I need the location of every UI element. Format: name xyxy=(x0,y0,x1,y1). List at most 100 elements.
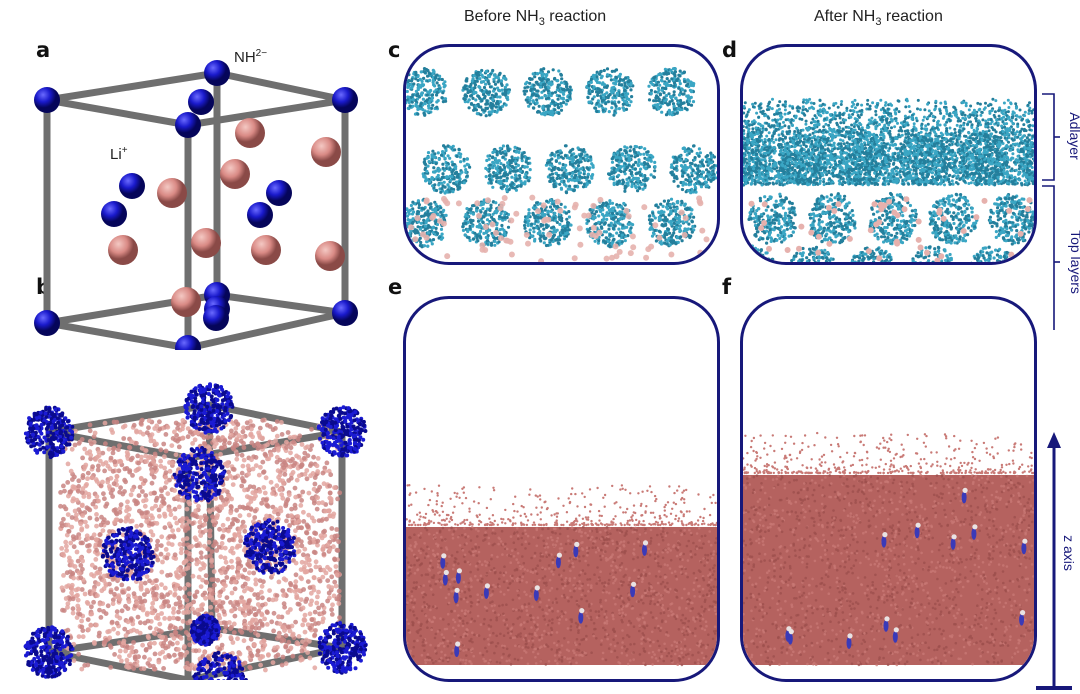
panel-f-frame xyxy=(740,296,1037,682)
li-atom xyxy=(901,206,908,213)
li-atom xyxy=(668,251,675,258)
li-atom xyxy=(625,213,632,220)
li-atom xyxy=(508,217,515,224)
h-density-blob xyxy=(743,132,767,187)
li-atom xyxy=(590,202,597,209)
li-ion xyxy=(157,178,187,208)
li-atom xyxy=(940,215,947,222)
nh-ion xyxy=(34,310,60,336)
panel-label-c: c xyxy=(388,38,401,62)
li-atom xyxy=(835,201,842,208)
li-atom xyxy=(643,254,650,261)
nh-molecule xyxy=(533,588,539,601)
li-atom xyxy=(893,238,900,245)
adlayer-label: Adlayer xyxy=(1067,112,1080,160)
nh-ion xyxy=(175,112,201,138)
nh-molecule xyxy=(455,571,461,584)
h-density-blob xyxy=(743,244,775,262)
h-density-blob xyxy=(421,144,472,195)
li-atom xyxy=(784,247,791,253)
li-atom xyxy=(678,209,685,216)
h-density-blob xyxy=(958,132,1008,186)
li-atom xyxy=(629,233,636,240)
panel-c-frame xyxy=(403,44,720,265)
nh-molecule xyxy=(442,573,448,586)
li-atom xyxy=(938,253,945,260)
panel-c-surface-before xyxy=(406,67,717,262)
h-density-blob xyxy=(837,131,889,186)
nh-molecule xyxy=(1019,613,1025,626)
li-atom xyxy=(590,224,597,231)
li-atom xyxy=(535,208,542,215)
nh-ion xyxy=(266,180,292,206)
top-layers-label: Top layers xyxy=(1068,230,1080,294)
li-atom xyxy=(623,207,630,214)
li-atom xyxy=(682,215,689,222)
z-axis-label: z axis xyxy=(1061,535,1077,571)
li-atom xyxy=(501,195,508,201)
li-atom xyxy=(476,212,482,219)
li-atom xyxy=(699,227,706,234)
li-atom xyxy=(440,220,447,227)
li-atom xyxy=(525,240,531,247)
h-density-blob xyxy=(899,132,949,187)
nh-molecule xyxy=(573,545,579,558)
li-atom xyxy=(981,197,988,204)
h-density-blob xyxy=(868,191,919,246)
cell-rod xyxy=(43,319,192,350)
h-density-blob xyxy=(406,67,448,117)
li-atom xyxy=(444,253,451,260)
panel-label-e: e xyxy=(388,275,403,299)
h-density-blob xyxy=(607,144,657,193)
li-atom xyxy=(483,223,489,230)
li-atom xyxy=(1017,230,1024,237)
li-ion xyxy=(191,228,221,258)
li-atom xyxy=(825,204,832,211)
nh-molecule xyxy=(846,636,852,649)
panel-d-frame xyxy=(740,44,1037,265)
cell-rod xyxy=(213,69,349,104)
li-atom xyxy=(444,200,451,207)
h-density-blob xyxy=(544,144,595,195)
nh-ion xyxy=(175,335,201,350)
li-atom xyxy=(846,235,853,242)
li-atom xyxy=(616,248,623,255)
h-density-blob xyxy=(1018,133,1034,184)
cell-rod xyxy=(184,309,349,350)
li-atom xyxy=(508,251,515,258)
li-atom xyxy=(538,258,545,262)
nh-molecule xyxy=(961,491,967,504)
nh-density-blob xyxy=(23,405,75,460)
li-atom xyxy=(871,201,878,208)
li-atom xyxy=(455,200,462,207)
h-density-blob xyxy=(808,192,857,245)
nh-molecule xyxy=(555,556,561,569)
li-atom xyxy=(917,244,924,251)
nh-molecule xyxy=(578,611,584,624)
li-atom xyxy=(423,197,430,204)
li-atom xyxy=(681,232,688,238)
nh-molecule xyxy=(642,543,647,556)
nh-density-blob xyxy=(192,650,248,680)
li-atom xyxy=(703,236,710,243)
li-atom xyxy=(648,243,655,250)
h-density-blob xyxy=(647,67,696,117)
li-atom xyxy=(581,212,588,219)
li-atom xyxy=(474,200,481,207)
nh-label: NH2− xyxy=(234,48,268,66)
li-ion xyxy=(171,287,201,317)
li-atom xyxy=(748,200,755,207)
h-density-blob xyxy=(928,192,979,245)
li-ion xyxy=(251,235,281,265)
cell-rod xyxy=(43,96,192,129)
li-atom xyxy=(429,214,436,221)
nh-ion xyxy=(188,89,214,115)
bulk-texture xyxy=(406,484,717,667)
li-atom xyxy=(423,234,430,241)
li-atom xyxy=(934,257,941,262)
nh-density-blob xyxy=(317,621,368,675)
li-atom xyxy=(493,229,499,236)
li-atom xyxy=(758,225,765,232)
li-atom xyxy=(815,233,822,240)
li-atom xyxy=(585,212,592,219)
